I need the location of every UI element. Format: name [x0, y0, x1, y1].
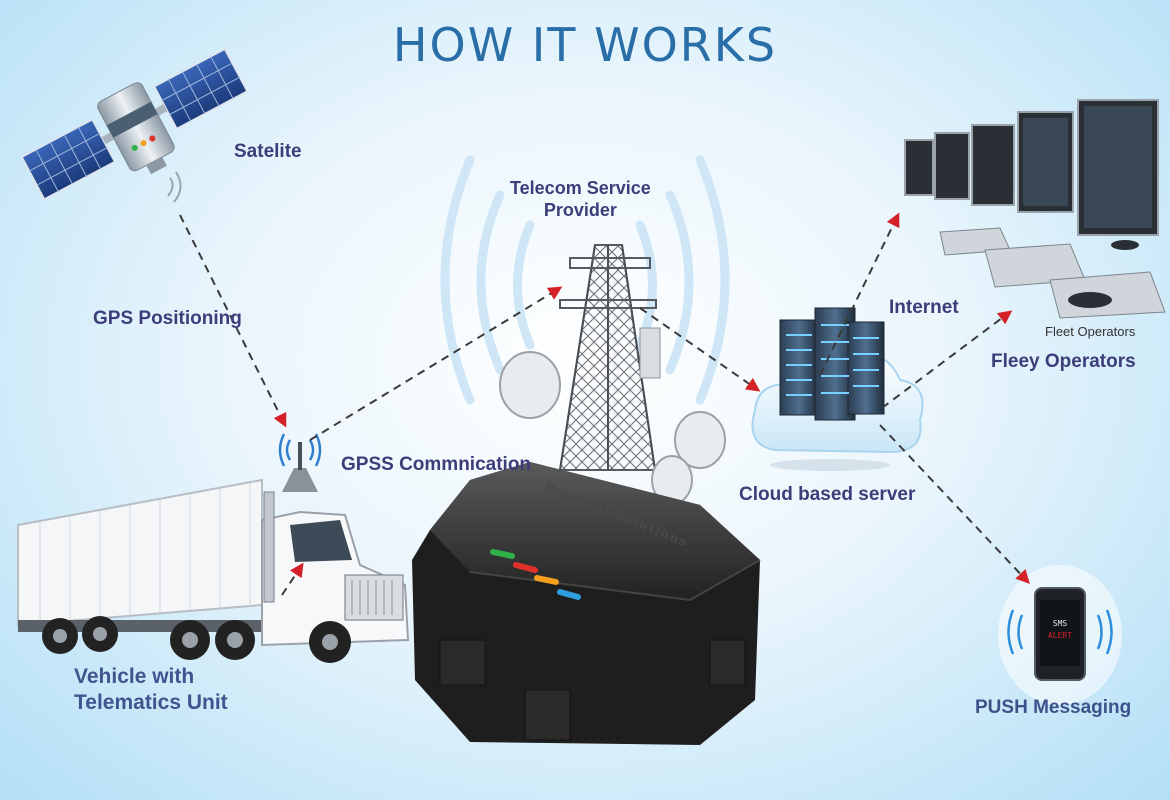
label-satellite: Satelite [234, 141, 302, 162]
label-telecom-provider: Telecom Service Provider [510, 177, 651, 221]
label-fleet-operators: Fleey Operators [991, 351, 1136, 372]
label-vehicle-line1: Vehicle with [74, 665, 195, 688]
label-gps-positioning: GPS Positioning [93, 308, 242, 329]
label-push-messaging: PUSH Messaging [975, 697, 1132, 718]
antenna-icon [278, 433, 322, 492]
phone-screen-alert-text: ALERT [1048, 631, 1072, 640]
label-vehicle-line2: Telematics Unit [74, 691, 228, 714]
satellite-icon [20, 47, 249, 201]
arrow-satellite-to-antenna [179, 214, 287, 428]
truck-icon [17, 478, 410, 663]
arrow-cloud-to-fleet [881, 310, 1013, 409]
satellite-signal-icon [167, 171, 182, 203]
page-title: HOW IT WORKS [392, 18, 778, 72]
label-telecom-line1: Telecom Service [510, 178, 651, 198]
arrow-truck-up [281, 562, 304, 596]
arrow-antenna-to-tower [309, 286, 563, 441]
label-telecom-line2: Provider [543, 200, 617, 220]
label-fleet-operators-small: Fleet Operators [1045, 324, 1136, 339]
tracker-device-icon: Pragathi Solutions [412, 462, 761, 745]
cloud-server-icon [751, 307, 924, 471]
arrow-tower-to-cloud [639, 307, 761, 392]
label-internet: Internet [889, 297, 959, 318]
phone-screen-sms-text: SMS [1053, 619, 1068, 628]
label-cloud-server: Cloud based server [739, 484, 916, 505]
smartphone-icon: SMS ALERT [998, 565, 1122, 705]
label-vehicle-telematics: Vehicle with Telematics Unit [74, 664, 228, 716]
telecom-tower-icon [499, 244, 726, 505]
arrow-cloud-to-phone [879, 424, 1030, 585]
label-gpss-communication: GPSS Commnication [341, 454, 532, 475]
signal-waves-icon [440, 155, 730, 405]
computer-monitors-icon [904, 99, 1166, 319]
connection-arrows [179, 212, 1030, 596]
arrow-cloud-to-monitors [819, 212, 900, 376]
